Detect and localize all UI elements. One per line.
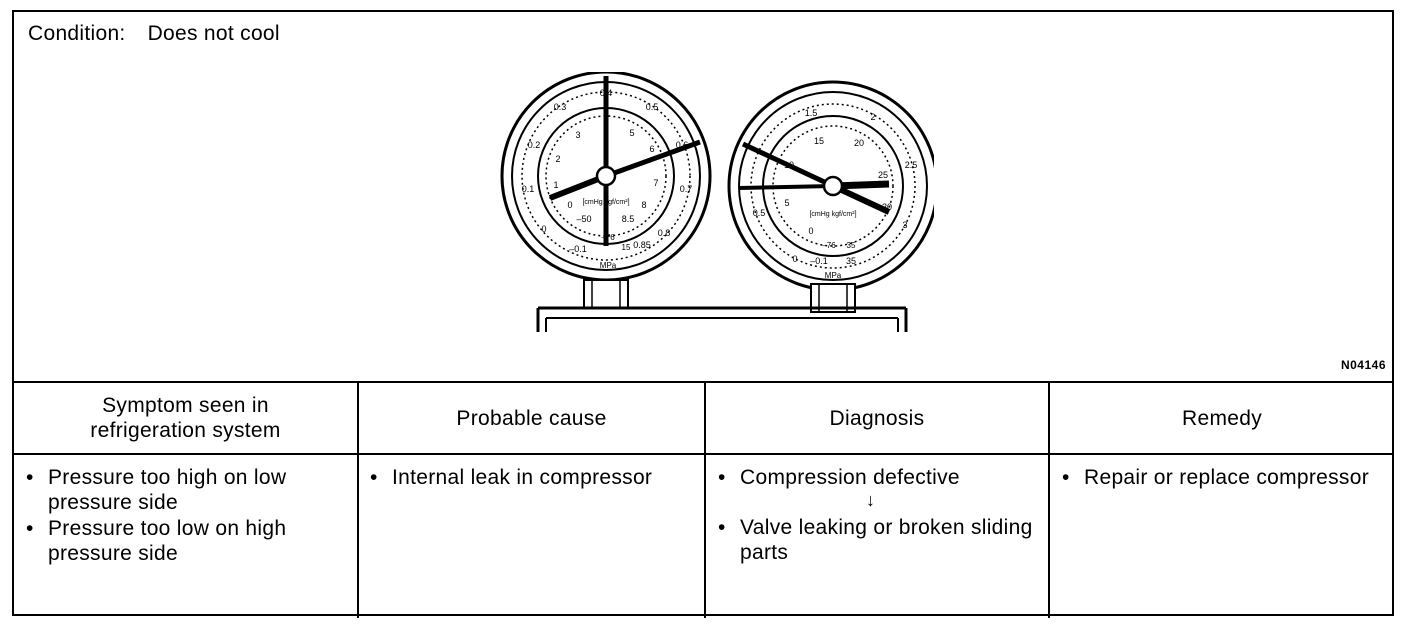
cause-item: Internal leak in compressor: [366, 465, 696, 490]
table-top-rule: [14, 381, 1392, 383]
low-unit: MPa: [600, 261, 617, 270]
low-inner-tick: 7: [653, 178, 658, 188]
high-inner-tick: 30: [882, 202, 892, 212]
column-divider: [357, 381, 359, 618]
low-outer-tick: 0.85: [633, 240, 651, 250]
low-pressure-gauge: 0.4 0.3 0.5 0.2 0.6 0.1 0.7 0 0.8 –0.1 0…: [500, 72, 712, 309]
manifold-body: [536, 306, 908, 332]
column-divider: [1048, 381, 1050, 618]
low-inner-tick: 1: [553, 180, 558, 190]
low-outer-tick: 0.5: [646, 102, 659, 112]
low-inner-tick: 8: [641, 200, 646, 210]
high-outer-tick: 3: [902, 220, 907, 230]
low-outer-tick: 0.2: [528, 140, 541, 150]
low-outer-tick: 0.1: [522, 184, 535, 194]
high-inner-unit: [cmHg kgf/cm²]: [809, 211, 856, 218]
table-header-rule: [14, 453, 1392, 455]
symptom-cell: Pressure too high on low pressure side P…: [22, 465, 352, 567]
header-cause: Probable cause: [456, 406, 607, 430]
high-outer-tick: 1.5: [805, 108, 818, 118]
high-inner-tick: 15: [814, 136, 824, 146]
high-outer-tick: 35: [846, 256, 856, 266]
high-outer-tick: 0: [792, 254, 797, 264]
high-outer-tick: 0.5: [753, 208, 766, 218]
low-inner-tick: 2: [555, 154, 560, 164]
cause-cell: Internal leak in compressor: [366, 465, 696, 491]
remedy-cell: Repair or replace compressor: [1058, 465, 1388, 491]
low-outer-tick: 0.8: [658, 228, 671, 238]
high-unit: MPa: [825, 271, 842, 280]
low-outer-tick: 0.6: [676, 140, 689, 150]
high-outer-tick: –0.1: [810, 256, 828, 266]
header-remedy: Remedy: [1182, 406, 1262, 430]
high-inner-tick: –76: [822, 241, 836, 250]
diagnosis-frame: Condition: Does not cool 0.4 0.3 0.5 0.2 …: [12, 10, 1394, 618]
low-inner-tick: 5: [629, 128, 634, 138]
diagnosis-cell: Compression defective ↓ Valve leaking or…: [714, 465, 1044, 566]
low-outer-tick: 0: [541, 224, 546, 234]
high-pressure-gauge: 1.5 2 2.5 0.5 3 0 –0.1 35 MPa 15 20 25 3…: [727, 80, 934, 313]
low-inner-tick: 3: [575, 130, 580, 140]
low-inner-tick: 8.5: [622, 214, 635, 224]
high-outer-tick: 2: [870, 112, 875, 122]
down-arrow-icon: ↓: [866, 490, 876, 510]
column-divider: [704, 381, 706, 618]
high-inner-tick: 35: [847, 241, 856, 250]
low-inner-tick: 15: [622, 243, 631, 252]
high-outer-tick: 2.5: [905, 160, 918, 170]
remedy-item: Repair or replace compressor: [1058, 465, 1388, 490]
symptom-item: Pressure too high on low pressure side: [22, 465, 352, 515]
header-symptom: Symptom seen in refrigeration system: [90, 394, 281, 442]
low-outer-tick: 0.3: [554, 102, 567, 112]
low-inner-tick: 6: [649, 144, 654, 154]
symptom-item: Pressure too low on high pressure side: [22, 516, 352, 566]
low-inner-tick: –50: [576, 214, 591, 224]
figure-id: N04146: [1340, 358, 1386, 372]
condition-line: Condition: Does not cool: [28, 22, 280, 46]
header-diagnosis: Diagnosis: [829, 406, 925, 430]
manifold-gauge-illustration: 0.4 0.3 0.5 0.2 0.6 0.1 0.7 0 0.8 –0.1 0…: [500, 72, 934, 332]
condition-value: Does not cool: [147, 22, 280, 45]
low-outer-tick: 0.7: [680, 184, 693, 194]
high-inner-tick: 20: [854, 138, 864, 148]
low-outer-tick: –0.1: [569, 244, 587, 254]
condition-label: Condition:: [28, 22, 126, 45]
low-inner-tick: 0: [567, 200, 572, 210]
high-inner-tick: 5: [784, 198, 789, 208]
diagnosis-item: Valve leaking or broken sliding parts: [714, 515, 1044, 565]
diagnosis-item: Compression defective: [714, 465, 1044, 490]
high-inner-tick: 0: [808, 226, 813, 236]
high-inner-tick: 25: [878, 170, 888, 180]
